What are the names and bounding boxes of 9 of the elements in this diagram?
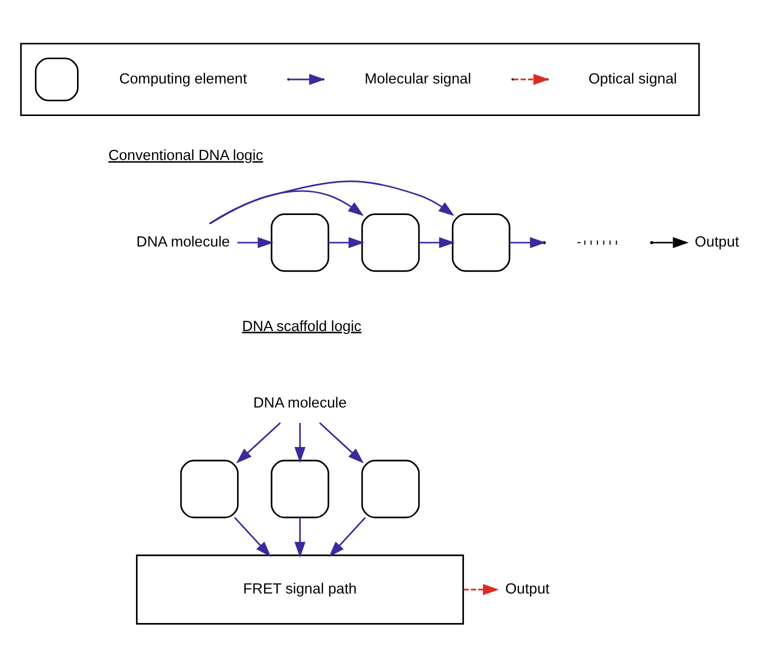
- legend-label: Optical signal: [588, 71, 677, 88]
- legend-label: Computing element: [119, 71, 247, 88]
- node-text: DNA molecule: [253, 396, 347, 412]
- label: Conventional DNA logic: [108, 148, 264, 164]
- node-text: DNA molecule: [136, 234, 230, 251]
- legend-label: Molecular signal: [364, 71, 472, 88]
- label: DNA scaffold logic: [242, 318, 362, 335]
- node-text: Output: [505, 581, 550, 598]
- node-text: Output: [694, 234, 740, 251]
